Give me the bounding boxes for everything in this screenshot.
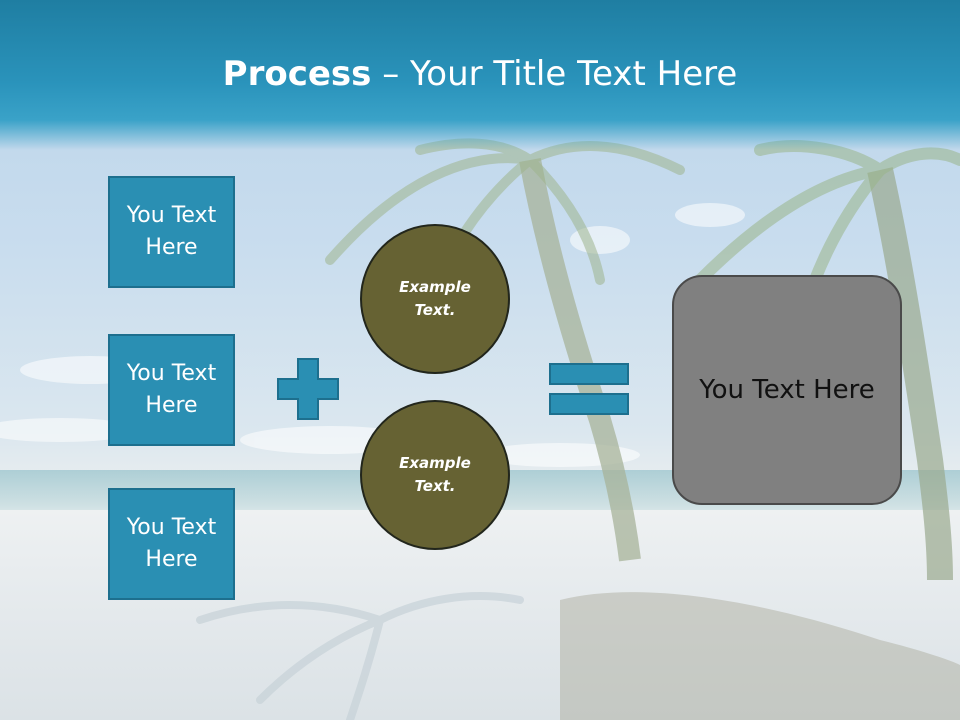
example-circle-2[interactable]: Example Text. bbox=[360, 400, 510, 550]
input-box-3-label: You Text Here bbox=[126, 515, 217, 572]
input-box-3[interactable]: You Text Here bbox=[108, 488, 235, 600]
result-box-label: You Text Here bbox=[699, 375, 875, 405]
input-box-2-label: You Text Here bbox=[126, 361, 217, 418]
plus-icon bbox=[277, 358, 339, 420]
example-circle-1[interactable]: Example Text. bbox=[360, 224, 510, 374]
title-text: Your Title Text Here bbox=[410, 54, 738, 94]
equals-icon bbox=[549, 363, 629, 415]
example-circle-1-label: Example Text. bbox=[399, 278, 471, 319]
title-bold: Process bbox=[222, 54, 372, 94]
input-box-1-label: You Text Here bbox=[126, 203, 217, 260]
example-circle-2-label: Example Text. bbox=[399, 454, 471, 495]
title-bar bbox=[0, 0, 960, 150]
input-box-2[interactable]: You Text Here bbox=[108, 334, 235, 446]
input-box-1[interactable]: You Text Here bbox=[108, 176, 235, 288]
title-separator: – bbox=[371, 54, 411, 94]
result-box[interactable]: You Text Here bbox=[672, 275, 902, 505]
slide-title: Process – Your Title Text Here bbox=[0, 52, 960, 96]
